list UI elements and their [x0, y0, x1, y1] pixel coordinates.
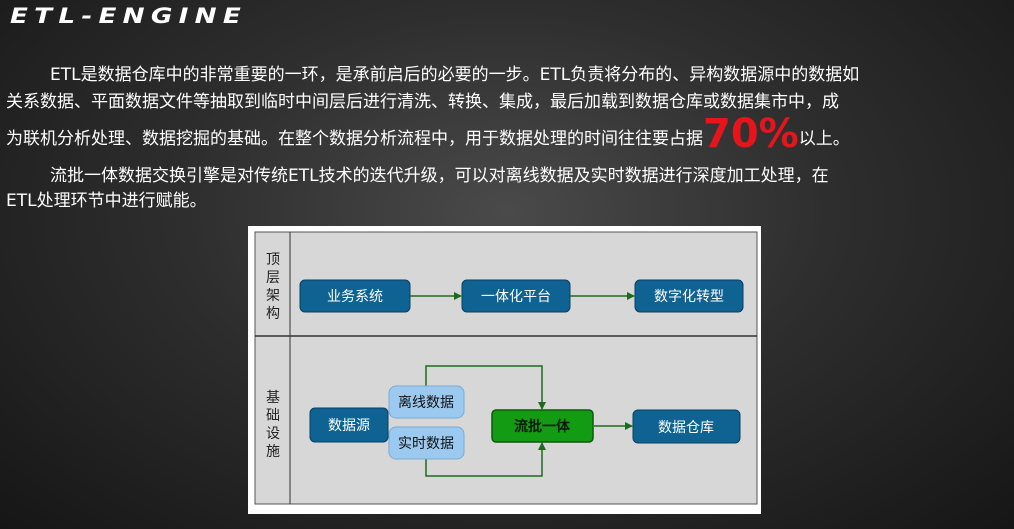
- page-title: ETL-ENGINE: [10, 4, 248, 28]
- bottom-label-char: 设: [266, 426, 280, 442]
- bottom-label-char: 施: [266, 444, 280, 460]
- paragraph-2-line-1: 流批一体数据交换引擎是对传统ETL技术的迭代升级，可以对离线数据及实时数据进行深…: [50, 166, 829, 186]
- node-data-warehouse: [632, 409, 741, 444]
- top-label-char: 顶: [266, 252, 280, 268]
- node-integrated-platform-label: 一体化平台: [481, 289, 551, 305]
- node-data-source-label: 数据源: [328, 418, 370, 434]
- paragraph-1-line-3-end: 以上。: [798, 129, 850, 149]
- node-data-source: [309, 407, 389, 443]
- bottom-label-char: 础: [266, 408, 280, 424]
- arrow-offline-to-streambatch: [425, 365, 546, 410]
- paragraph-1-line-3: 为联机分析处理、数据挖掘的基础。在整个数据分析流程中，用于数据处理的时间往往要占…: [6, 114, 1008, 154]
- node-business-system-label: 业务系统: [327, 289, 383, 305]
- highlight-percentage: 70%: [703, 111, 799, 157]
- diagram-svg: 顶 层 架 构 基 础 设 施 业务系统 一体化平台 数字化转型 数据源 离线数…: [254, 231, 758, 505]
- arrow-realtime-to-streambatch: [425, 442, 546, 477]
- node-realtime-data-label: 实时数据: [398, 436, 454, 452]
- diagram-panel: [254, 231, 758, 505]
- node-offline-data: [388, 385, 465, 419]
- node-digital-transformation-label: 数字化转型: [654, 289, 724, 305]
- bottom-section-label: 基 础 设 施: [266, 389, 280, 460]
- top-section-label: 顶 层 架 构: [266, 252, 280, 322]
- node-stream-batch-label: 流批一体: [514, 418, 571, 435]
- node-data-warehouse-label: 数据仓库: [658, 420, 714, 436]
- node-offline-data-label: 离线数据: [398, 394, 454, 411]
- top-label-char: 构: [266, 306, 280, 322]
- node-stream-batch: [491, 409, 594, 443]
- paragraph-1-line-2: 关系数据、平面数据文件等抽取到临时中间层后进行清洗、转换、集成，最后加载到数据仓…: [6, 92, 839, 112]
- paragraph-1-line-3-text: 为联机分析处理、数据挖掘的基础。在整个数据分析流程中，用于数据处理的时间往往要占…: [6, 129, 703, 149]
- architecture-diagram: 顶 层 架 构 基 础 设 施 业务系统 一体化平台 数字化转型 数据源 离线数…: [248, 226, 761, 514]
- top-label-char: 层: [266, 270, 280, 286]
- node-realtime-data: [388, 426, 465, 460]
- paragraph-2-line-2: ETL处理环节中进行赋能。: [6, 191, 207, 211]
- paragraph-1-line-1: ETL是数据仓库中的非常重要的一环，是承前启后的必要的一步。ETL负责将分布的、…: [50, 65, 860, 85]
- top-label-char: 架: [266, 288, 280, 304]
- node-digital-transformation: [634, 279, 744, 313]
- bottom-label-char: 基: [266, 389, 280, 406]
